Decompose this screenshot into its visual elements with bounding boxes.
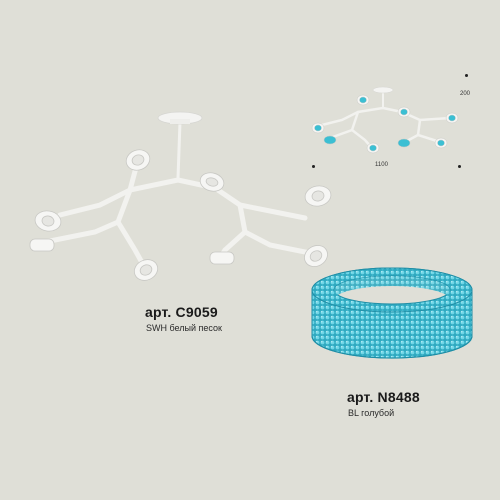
product-2-description: BL голубой — [348, 408, 395, 418]
dimension-marker — [312, 165, 315, 168]
product-1-article: арт. C9059 — [145, 304, 218, 320]
dimension-marker — [458, 165, 461, 168]
height-dimension: 200 — [460, 91, 471, 97]
crystal-ring-shade — [311, 267, 473, 359]
thumbnail-illustration — [316, 91, 452, 150]
product-1-description: SWH белый песок — [146, 323, 222, 333]
shade-6 — [304, 185, 332, 207]
width-dimension: 1100 — [375, 162, 388, 168]
shade-5 — [199, 172, 225, 192]
product-2-article: арт. N8488 — [347, 389, 420, 405]
shade-8 — [304, 245, 328, 267]
shade-1 — [125, 149, 151, 171]
shade-3 — [29, 238, 55, 252]
shade-2 — [34, 210, 62, 232]
shade-4 — [133, 259, 159, 281]
dimension-marker — [465, 74, 468, 77]
shade-7 — [209, 251, 235, 265]
